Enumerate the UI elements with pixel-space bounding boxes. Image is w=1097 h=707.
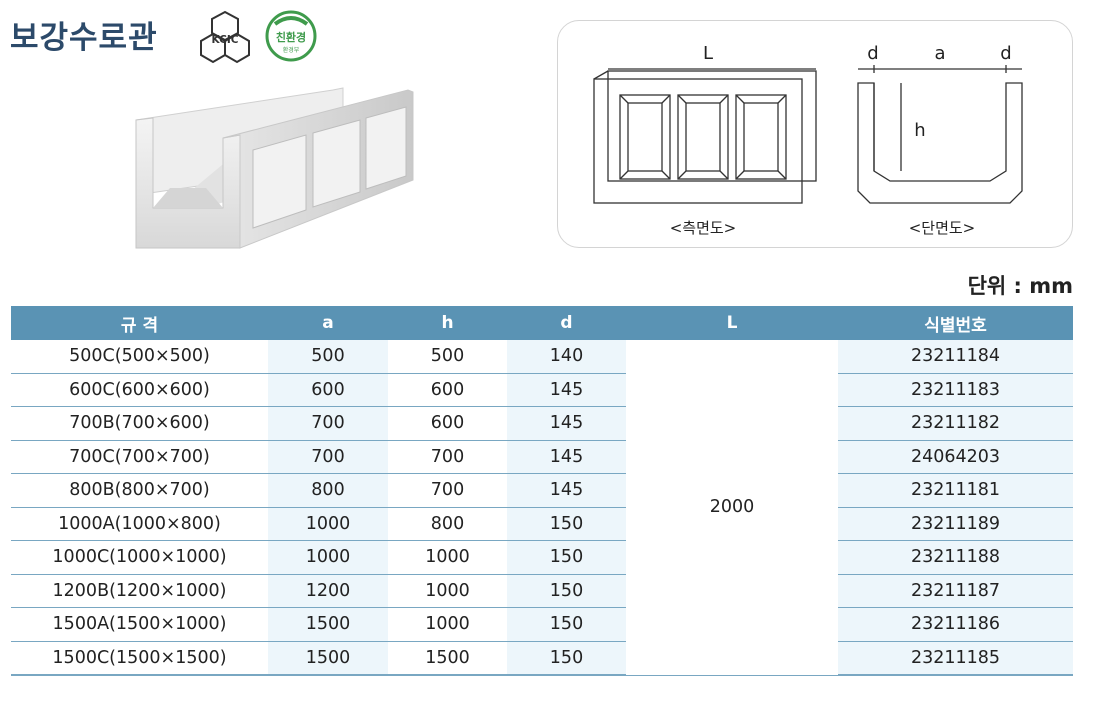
table-row: 700C(700×700) 700 700 145 24064203 <box>11 440 1073 474</box>
side-view-caption: <측면도> <box>670 219 737 237</box>
cell-h: 500 <box>388 340 507 374</box>
cell-a: 1500 <box>268 607 388 642</box>
technical-drawing-panel: L d a d h <측면도> <단면도> <box>557 20 1073 248</box>
cell-spec: 1500A(1500×1000) <box>11 607 268 642</box>
cell-h: 600 <box>388 406 507 441</box>
cell-a: 800 <box>268 473 388 508</box>
header-h: h <box>388 306 507 340</box>
table-row: 500C(500×500) 500 500 140 2000 23211184 <box>11 340 1073 676</box>
cell-a: 700 <box>268 406 388 441</box>
cell-d: 140 <box>507 340 626 374</box>
cell-d: 150 <box>507 607 626 642</box>
cell-d: 150 <box>507 641 626 676</box>
header-id: 식별번호 <box>838 306 1073 340</box>
cell-id: 23211185 <box>838 641 1073 676</box>
header-spec: 규 격 <box>11 306 268 340</box>
cell-spec: 1000C(1000×1000) <box>11 540 268 575</box>
cell-d: 150 <box>507 540 626 575</box>
cell-h: 700 <box>388 440 507 474</box>
kcic-certification-badge: KCIC <box>200 10 250 64</box>
table-row: 700B(700×600) 700 600 145 23211182 <box>11 406 1073 441</box>
eco-label-main: 친환경 <box>276 30 306 44</box>
cell-spec: 700C(700×700) <box>11 440 268 474</box>
cell-id: 24064203 <box>838 440 1073 474</box>
cell-L: 2000 <box>626 340 838 676</box>
cell-id: 23211182 <box>838 406 1073 441</box>
cell-h: 1500 <box>388 641 507 676</box>
cell-spec: 1000A(1000×800) <box>11 507 268 541</box>
section-view-caption: <단면도> <box>909 219 976 237</box>
cell-d: 145 <box>507 473 626 508</box>
cell-d: 150 <box>507 507 626 541</box>
cell-h: 1000 <box>388 540 507 575</box>
cell-h: 600 <box>388 373 507 407</box>
cell-id: 23211183 <box>838 373 1073 407</box>
cell-h: 1000 <box>388 607 507 642</box>
dim-label-d-right: d <box>1000 43 1011 64</box>
table-row: 1200B(1200×1000) 1200 1000 150 23211187 <box>11 574 1073 608</box>
cell-h: 700 <box>388 473 507 508</box>
cell-id: 23211188 <box>838 540 1073 575</box>
cell-spec: 800B(800×700) <box>11 473 268 508</box>
header-d: d <box>507 306 626 340</box>
table-row: 1500C(1500×1500) 1500 1500 150 23211185 <box>11 641 1073 676</box>
cell-spec: 700B(700×600) <box>11 406 268 441</box>
eco-label-badge: 친환경 환경부 <box>265 10 317 62</box>
dim-label-a: a <box>934 43 945 64</box>
unit-label: 단위 : mm <box>967 274 1073 298</box>
table-row: 800B(800×700) 800 700 145 23211181 <box>11 473 1073 508</box>
spec-table: 규 격 a h d L 식별번호 500C(500×500) 500 500 1… <box>11 306 1073 676</box>
cell-id: 23211189 <box>838 507 1073 541</box>
table-row: 600C(600×600) 600 600 145 23211183 <box>11 373 1073 407</box>
cell-h: 800 <box>388 507 507 541</box>
cell-a: 1000 <box>268 507 388 541</box>
eco-label-sub: 환경부 <box>283 46 300 54</box>
cell-a: 500 <box>268 340 388 374</box>
kcic-label: KCIC <box>212 34 239 46</box>
cell-id: 23211187 <box>838 574 1073 608</box>
cell-a: 700 <box>268 440 388 474</box>
cell-d: 150 <box>507 574 626 608</box>
table-row: 1500A(1500×1000) 1500 1000 150 23211186 <box>11 607 1073 642</box>
page-title: 보강수로관 <box>10 20 158 56</box>
cell-d: 145 <box>507 373 626 407</box>
header-a: a <box>268 306 388 340</box>
cell-a: 1000 <box>268 540 388 575</box>
cell-id: 23211181 <box>838 473 1073 508</box>
cell-a: 1500 <box>268 641 388 676</box>
cell-spec: 1200B(1200×1000) <box>11 574 268 608</box>
dim-label-L: L <box>703 43 713 64</box>
cell-spec: 1500C(1500×1500) <box>11 641 268 676</box>
cell-h: 1000 <box>388 574 507 608</box>
cell-spec: 500C(500×500) <box>11 340 268 374</box>
dim-label-d-left: d <box>867 43 878 64</box>
dim-label-h: h <box>914 120 925 141</box>
cell-d: 145 <box>507 406 626 441</box>
cell-a: 1200 <box>268 574 388 608</box>
cell-id: 23211184 <box>838 340 1073 374</box>
flume-product-image <box>135 87 414 249</box>
table-row: 1000A(1000×800) 1000 800 150 23211189 <box>11 507 1073 541</box>
cell-id: 23211186 <box>838 607 1073 642</box>
cell-d: 145 <box>507 440 626 474</box>
header-L: L <box>626 306 838 340</box>
cell-spec: 600C(600×600) <box>11 373 268 407</box>
table-header-row: 규 격 a h d L 식별번호 <box>11 306 1073 340</box>
cell-a: 600 <box>268 373 388 407</box>
table-row: 1000C(1000×1000) 1000 1000 150 23211188 <box>11 540 1073 575</box>
